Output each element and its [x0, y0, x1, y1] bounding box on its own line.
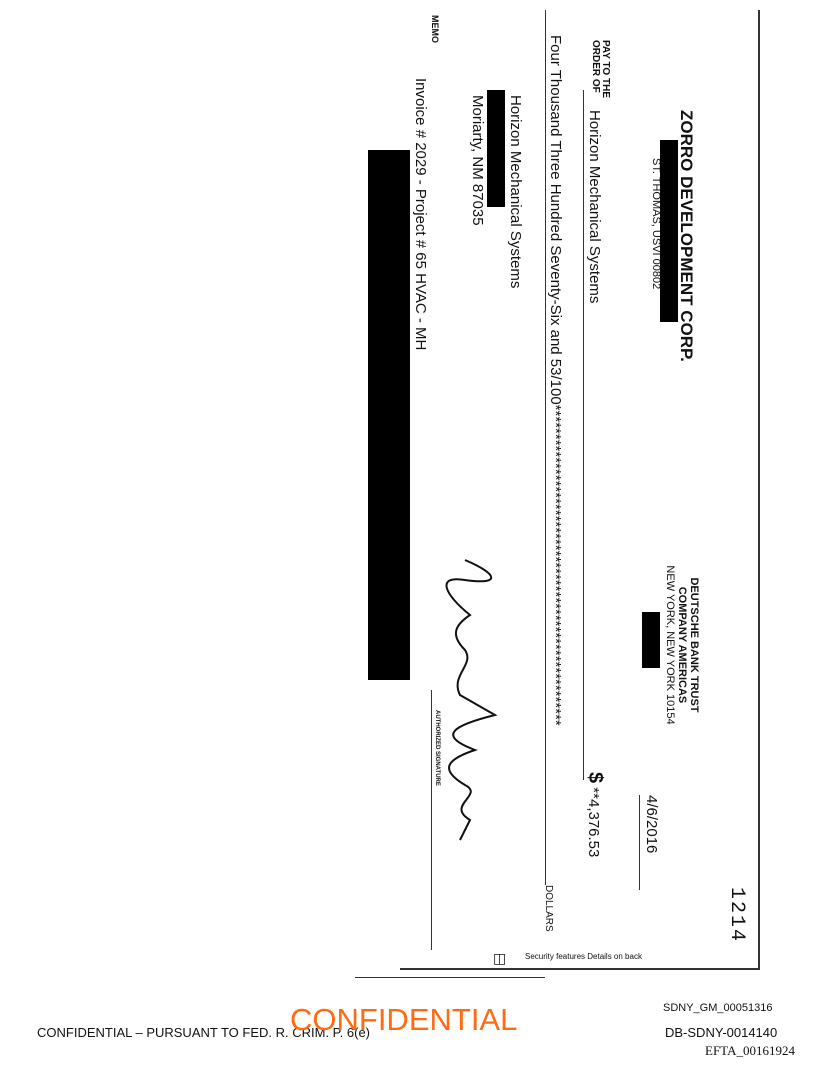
- redaction-box: [487, 90, 505, 207]
- check-number: 1214: [725, 887, 748, 944]
- memo-label: MEMO: [430, 15, 440, 43]
- payee-name: Horizon Mechanical Systems: [586, 110, 603, 304]
- pay-to-label-1: PAY TO THE: [600, 40, 611, 98]
- payee-address-line-2: Moriarty, NM 87035: [469, 95, 486, 226]
- amount-words-line: [545, 10, 546, 885]
- payee-address-line-1: Horizon Mechanical Systems: [507, 95, 524, 289]
- amount-box: $ **4,376.53: [583, 772, 606, 857]
- bank-line-1: DEUTSCHE BANK TRUST: [688, 577, 700, 713]
- check-date: 4/6/2016: [643, 795, 660, 854]
- company-name: ZORRO DEVELOPMENT CORP.: [677, 110, 696, 362]
- dollars-label: DOLLARS: [543, 885, 554, 932]
- efta-number: EFTA_00161924: [705, 1043, 795, 1058]
- bank-line-3: NEW YORK, NEW YORK 10154: [664, 565, 676, 725]
- confidential-notice: CONFIDENTIAL – PURSUANT TO FED. R. CRIM.…: [37, 1025, 371, 1040]
- memo-text: Invoice # 2029 - Project # 65 HVAC - MH: [412, 78, 429, 351]
- check-bottom-line: [405, 968, 750, 969]
- bates-number-db: DB-SDNY-0014140: [665, 1025, 778, 1040]
- check-bottom-line-2: [355, 977, 545, 978]
- check: ZORRO DEVELOPMENT CORP. ST. THOMAS, USVI…: [368, 10, 760, 970]
- lock-icon: ◫: [493, 950, 507, 966]
- security-note: Security features Details on back: [525, 952, 642, 961]
- redaction-box: [642, 612, 660, 668]
- date-line: [639, 795, 640, 890]
- signature: [445, 559, 498, 841]
- bank-info: DEUTSCHE BANK TRUST COMPANY AMERICAS NEW…: [664, 560, 700, 730]
- pay-to-label: PAY TO THE ORDER OF: [590, 40, 611, 98]
- bank-line-2: COMPANY AMERICAS: [676, 586, 688, 704]
- confidential-stamp: CONFIDENTIAL: [290, 1002, 518, 1037]
- redaction-box: [660, 140, 678, 322]
- amount-value: **4,376.53: [585, 787, 602, 858]
- bates-number-top: SDNY_GM_00051316: [663, 1002, 773, 1014]
- dollar-sign: $: [584, 772, 606, 784]
- signature-label: AUTHORIZED SIGNATURE: [434, 710, 440, 786]
- payee-line: [583, 90, 584, 780]
- redaction-box: [368, 150, 410, 680]
- check-top-border: [758, 10, 760, 970]
- amount-in-words: Four Thousand Three Hundred Seventy-Six …: [547, 35, 564, 726]
- pay-to-label-2: ORDER OF: [590, 40, 601, 93]
- signature-line: [431, 690, 432, 950]
